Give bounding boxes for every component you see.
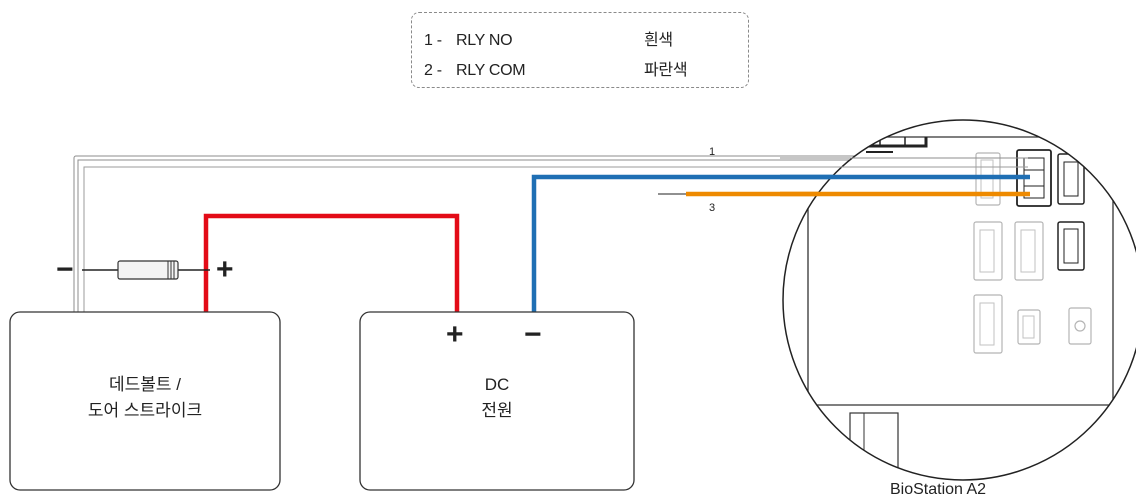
- lock-box-label-line1: 데드볼트 /: [108, 375, 181, 394]
- legend-row-1: 1 - RLY NO 흰색: [424, 26, 673, 50]
- wire-label-3: 3: [709, 202, 716, 214]
- diode-plus-sign: +: [216, 253, 234, 286]
- lock-box-label-line2: 도어 스트라이크: [87, 401, 203, 420]
- legend-signal: RLY NO: [456, 32, 513, 49]
- legend-num: 2 -: [424, 62, 442, 79]
- legend-color: 파란색: [644, 62, 688, 79]
- legend-color: 흰색: [644, 32, 673, 49]
- diode-minus-sign: −: [56, 253, 74, 286]
- power-box-label-line2: 전원: [481, 401, 513, 420]
- white-wire: [73, 155, 1000, 318]
- wire-label-1: 1: [709, 146, 716, 158]
- legend-row-2: 2 - RLY COM 파란색: [424, 56, 688, 80]
- legend-signal: RLY COM: [456, 62, 526, 79]
- legend-num: 1 -: [424, 32, 442, 49]
- red-wire: [203, 213, 460, 312]
- white-wire-return: [83, 166, 1000, 318]
- power-minus-sign: −: [524, 318, 542, 351]
- power-box-label-line1: DC: [484, 375, 510, 394]
- lock-box-label: 데드볼트 / 도어 스트라이크: [10, 372, 280, 424]
- diode: [82, 260, 210, 280]
- lock-box: [9, 311, 281, 491]
- power-plus-sign: +: [446, 318, 464, 351]
- wire-legend: 1 - RLY NO 흰색 2 - RLY COM 파란색: [411, 12, 749, 88]
- power-box-label: DC 전원: [360, 372, 634, 424]
- device-name: BioStation A2: [890, 481, 987, 498]
- power-box: [359, 311, 635, 491]
